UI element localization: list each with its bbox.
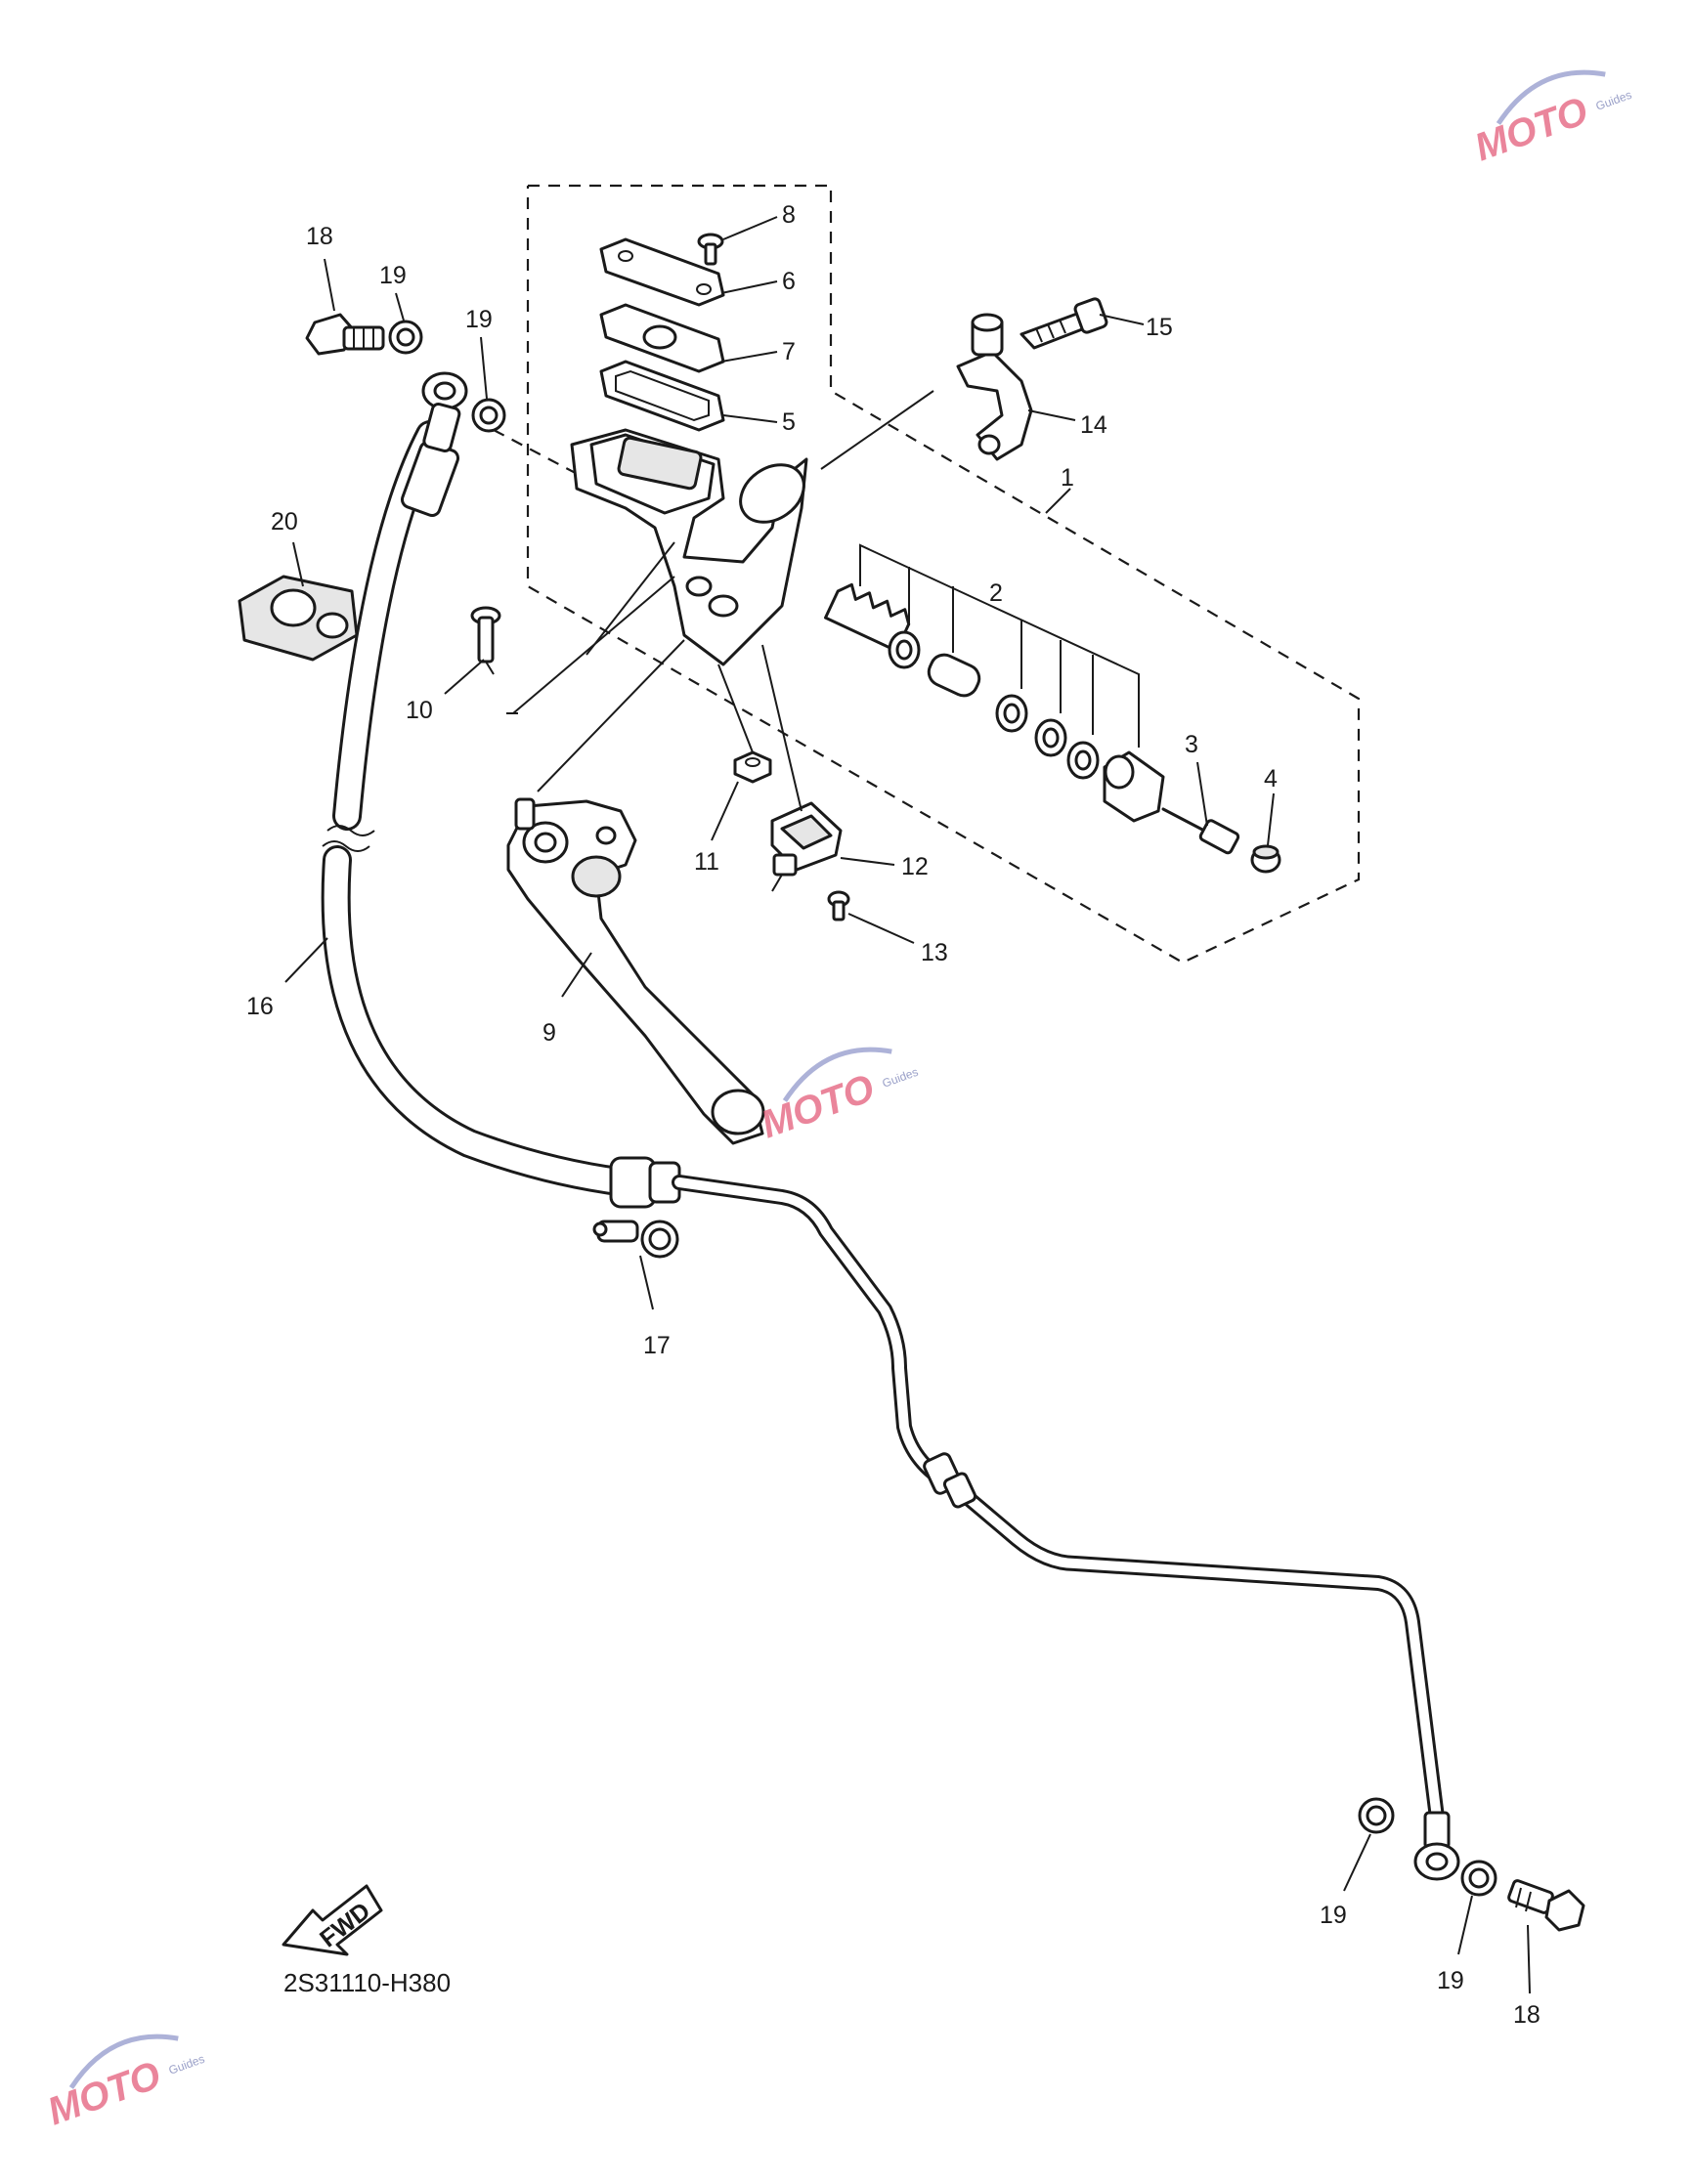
svg-text:2: 2 bbox=[989, 579, 1003, 607]
callout-4: 4 bbox=[1264, 765, 1278, 846]
callout-19-bottom-1: 19 bbox=[1320, 1833, 1371, 1929]
diagram-code: 2S31110-H380 bbox=[283, 1968, 451, 1997]
holder-bolt bbox=[1020, 297, 1108, 350]
brake-lever bbox=[506, 797, 765, 1145]
svg-text:6: 6 bbox=[782, 268, 796, 295]
callout-8: 8 bbox=[722, 201, 796, 240]
hose-clamp bbox=[592, 1220, 679, 1259]
svg-text:14: 14 bbox=[1080, 411, 1107, 439]
callout-19-top-2: 19 bbox=[465, 306, 493, 400]
brake-hose bbox=[321, 371, 681, 1209]
callout-6: 6 bbox=[720, 268, 796, 295]
svg-text:15: 15 bbox=[1146, 314, 1173, 341]
svg-text:MOTO: MOTO bbox=[42, 2053, 166, 2133]
svg-text:13: 13 bbox=[921, 939, 948, 966]
svg-text:3: 3 bbox=[1185, 731, 1198, 758]
dust-cap bbox=[1250, 844, 1281, 874]
svg-text:10: 10 bbox=[406, 697, 433, 724]
brake-pipe bbox=[672, 1175, 1460, 1881]
brake-light-switch bbox=[770, 801, 843, 892]
switch-screw bbox=[827, 890, 850, 921]
callout-18-top: 18 bbox=[306, 223, 335, 312]
watermark-logo-middle: MOTO Guides bbox=[756, 1047, 921, 1146]
callout-11: 11 bbox=[694, 781, 739, 876]
copper-washer-bottom-2 bbox=[1460, 1860, 1497, 1897]
svg-text:19: 19 bbox=[1320, 1902, 1347, 1929]
svg-text:11: 11 bbox=[694, 848, 719, 876]
callout-9: 9 bbox=[542, 952, 592, 1047]
callout-10: 10 bbox=[406, 659, 485, 724]
union-bolt-top bbox=[305, 313, 385, 356]
callout-16: 16 bbox=[246, 937, 328, 1020]
copper-washer-top-1 bbox=[388, 320, 423, 355]
svg-text:19: 19 bbox=[1437, 1967, 1464, 1994]
push-rod bbox=[1161, 807, 1240, 855]
svg-text:16: 16 bbox=[246, 993, 274, 1020]
callout-12: 12 bbox=[840, 853, 929, 880]
reservoir-dash-link bbox=[493, 429, 587, 480]
callout-2: 2 bbox=[989, 579, 1003, 607]
callout-3: 3 bbox=[1185, 731, 1208, 827]
svg-text:9: 9 bbox=[542, 1019, 556, 1047]
callout-17: 17 bbox=[639, 1255, 671, 1359]
svg-text:4: 4 bbox=[1264, 765, 1278, 792]
svg-text:Guides: Guides bbox=[1594, 88, 1634, 113]
svg-text:18: 18 bbox=[1513, 2001, 1540, 2029]
svg-text:7: 7 bbox=[782, 338, 796, 365]
svg-text:8: 8 bbox=[782, 201, 796, 229]
svg-text:MOTO: MOTO bbox=[1469, 89, 1593, 169]
cap-screw bbox=[697, 233, 724, 266]
svg-text:Guides: Guides bbox=[881, 1065, 921, 1091]
svg-text:12: 12 bbox=[901, 853, 929, 880]
copper-washer-top-2 bbox=[471, 398, 506, 433]
watermark-logo-top: MOTO Guides bbox=[1469, 69, 1634, 169]
master-cylinder-holder bbox=[956, 313, 1033, 461]
watermark-logo-bottom: MOTO Guides bbox=[42, 2034, 207, 2133]
hose-holder bbox=[238, 575, 359, 662]
master-cylinder-body bbox=[570, 428, 808, 666]
lever-pivot-bolt bbox=[470, 606, 501, 675]
callout-1: 1 bbox=[1045, 464, 1074, 514]
callout-13: 13 bbox=[847, 913, 948, 966]
union-bolt-bottom bbox=[1507, 1879, 1585, 1932]
svg-text:1: 1 bbox=[1061, 464, 1074, 492]
callout-5: 5 bbox=[722, 408, 796, 436]
copper-washer-bottom-1 bbox=[1358, 1797, 1395, 1834]
svg-text:MOTO: MOTO bbox=[756, 1066, 880, 1146]
callout-15: 15 bbox=[1099, 314, 1173, 341]
svg-text:19: 19 bbox=[465, 306, 493, 333]
callout-19-top-1: 19 bbox=[379, 262, 407, 321]
svg-text:17: 17 bbox=[643, 1332, 671, 1359]
reservoir-cap bbox=[599, 237, 725, 307]
callout-7: 7 bbox=[720, 338, 796, 365]
callout-18-bottom: 18 bbox=[1513, 1924, 1540, 2029]
fwd-arrow-icon: FWD bbox=[282, 1884, 383, 1956]
pivot-nut bbox=[733, 750, 772, 784]
svg-text:Guides: Guides bbox=[167, 2052, 207, 2077]
callout-14: 14 bbox=[1027, 409, 1107, 439]
svg-text:19: 19 bbox=[379, 262, 407, 289]
callout-19-bottom-2: 19 bbox=[1437, 1895, 1473, 1994]
diaphragm bbox=[599, 360, 725, 432]
svg-text:18: 18 bbox=[306, 223, 333, 250]
diaphragm-holder bbox=[599, 303, 725, 373]
svg-text:5: 5 bbox=[782, 408, 796, 436]
assembly-boundary bbox=[526, 184, 1361, 964]
svg-text:20: 20 bbox=[271, 508, 298, 535]
callout-20: 20 bbox=[271, 508, 304, 587]
piston-kit bbox=[824, 543, 1165, 823]
